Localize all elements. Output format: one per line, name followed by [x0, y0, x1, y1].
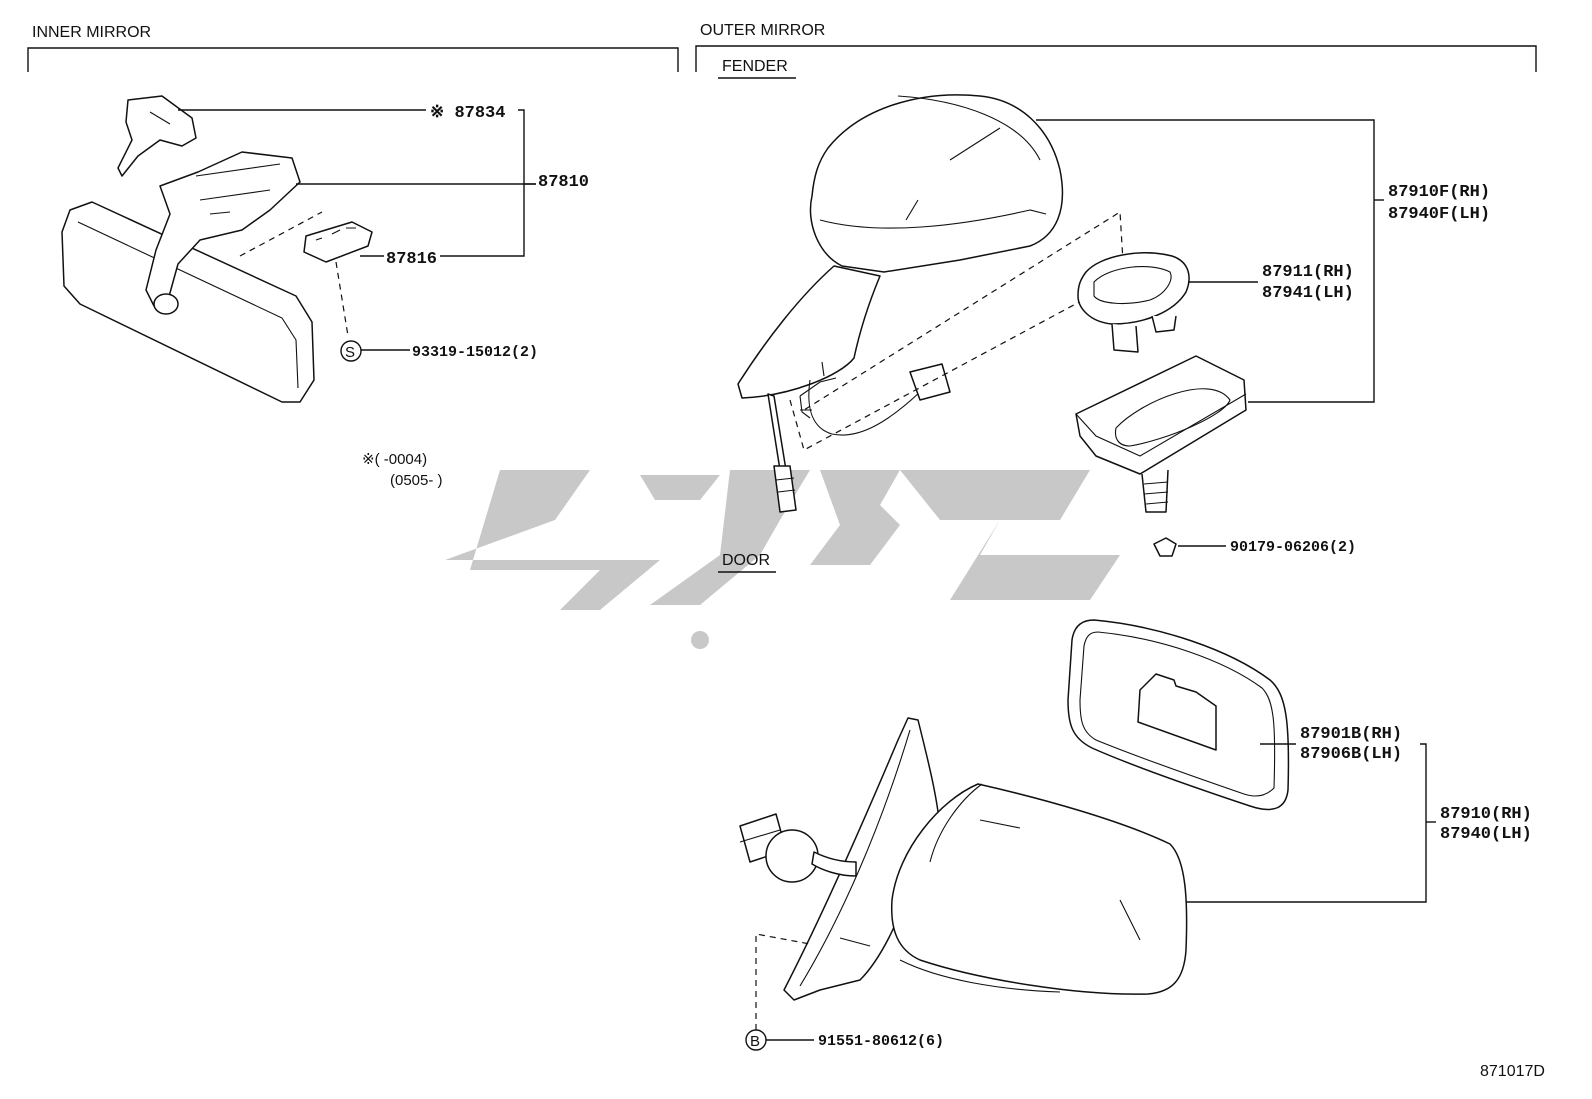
note-line-1: ※( -0004) — [362, 451, 427, 468]
inner-mirror-cover-illustration — [117, 95, 197, 177]
part-number-90179[interactable]: 90179-06206(2) — [1230, 539, 1356, 556]
part-number-87911[interactable]: 87911(RH) — [1262, 263, 1354, 282]
part-number-87816[interactable]: 87816 — [386, 250, 437, 269]
note-line-2: (0505- ) — [390, 472, 443, 489]
part-number-93319[interactable]: 93319-15012(2) — [412, 344, 538, 361]
group-bracket — [440, 109, 525, 257]
leader-dash — [755, 933, 811, 1030]
part-number-87810[interactable]: 87810 — [538, 173, 589, 192]
part-number-87940f[interactable]: 87940F(LH) — [1388, 205, 1490, 224]
part-number-87910f[interactable]: 87910F(RH) — [1388, 183, 1490, 202]
b-symbol-label: B — [750, 1033, 760, 1050]
watermark-logo — [445, 470, 1120, 649]
inner-mirror-bracket — [27, 47, 679, 72]
fender-heading: FENDER — [722, 58, 788, 75]
mirror-base-illustration — [1075, 355, 1247, 513]
part-number-87941[interactable]: 87941(LH) — [1262, 284, 1354, 303]
part-number-87901b[interactable]: 87901B(RH) — [1300, 725, 1402, 744]
outer-mirror-bracket — [695, 45, 1537, 72]
part-number-87834[interactable]: ※ 87834 — [430, 104, 505, 123]
part-number-87940[interactable]: 87940(LH) — [1440, 825, 1532, 844]
s-symbol-label: S — [345, 344, 355, 361]
mirror-glass-illustration — [1067, 619, 1290, 811]
s-symbol — [340, 340, 362, 362]
part-number-91551[interactable]: 91551-80612(6) — [818, 1033, 944, 1050]
part-number-87910[interactable]: 87910(RH) — [1440, 805, 1532, 824]
leader-dash — [239, 211, 323, 257]
leader-dash — [789, 210, 1125, 451]
group-bracket — [1036, 119, 1375, 403]
inner-mirror-illustration — [61, 151, 315, 403]
clip-nut-illustration — [1153, 537, 1177, 557]
leader-dash — [335, 261, 349, 337]
diagram-code: 871017D — [1480, 1063, 1545, 1080]
fender-mirror-illustration — [737, 94, 1064, 513]
outer-mirror-heading: OUTER MIRROR — [700, 22, 825, 39]
part-number-87906b[interactable]: 87906B(LH) — [1300, 745, 1402, 764]
group-bracket — [1186, 743, 1427, 903]
door-heading: DOOR — [722, 552, 770, 569]
door-mirror-illustration — [739, 717, 1188, 1001]
inner-mirror-heading: INNER MIRROR — [32, 24, 151, 41]
inner-mirror-bracket-plate-illustration — [303, 221, 373, 263]
mirror-gasket-illustration — [1077, 252, 1190, 353]
